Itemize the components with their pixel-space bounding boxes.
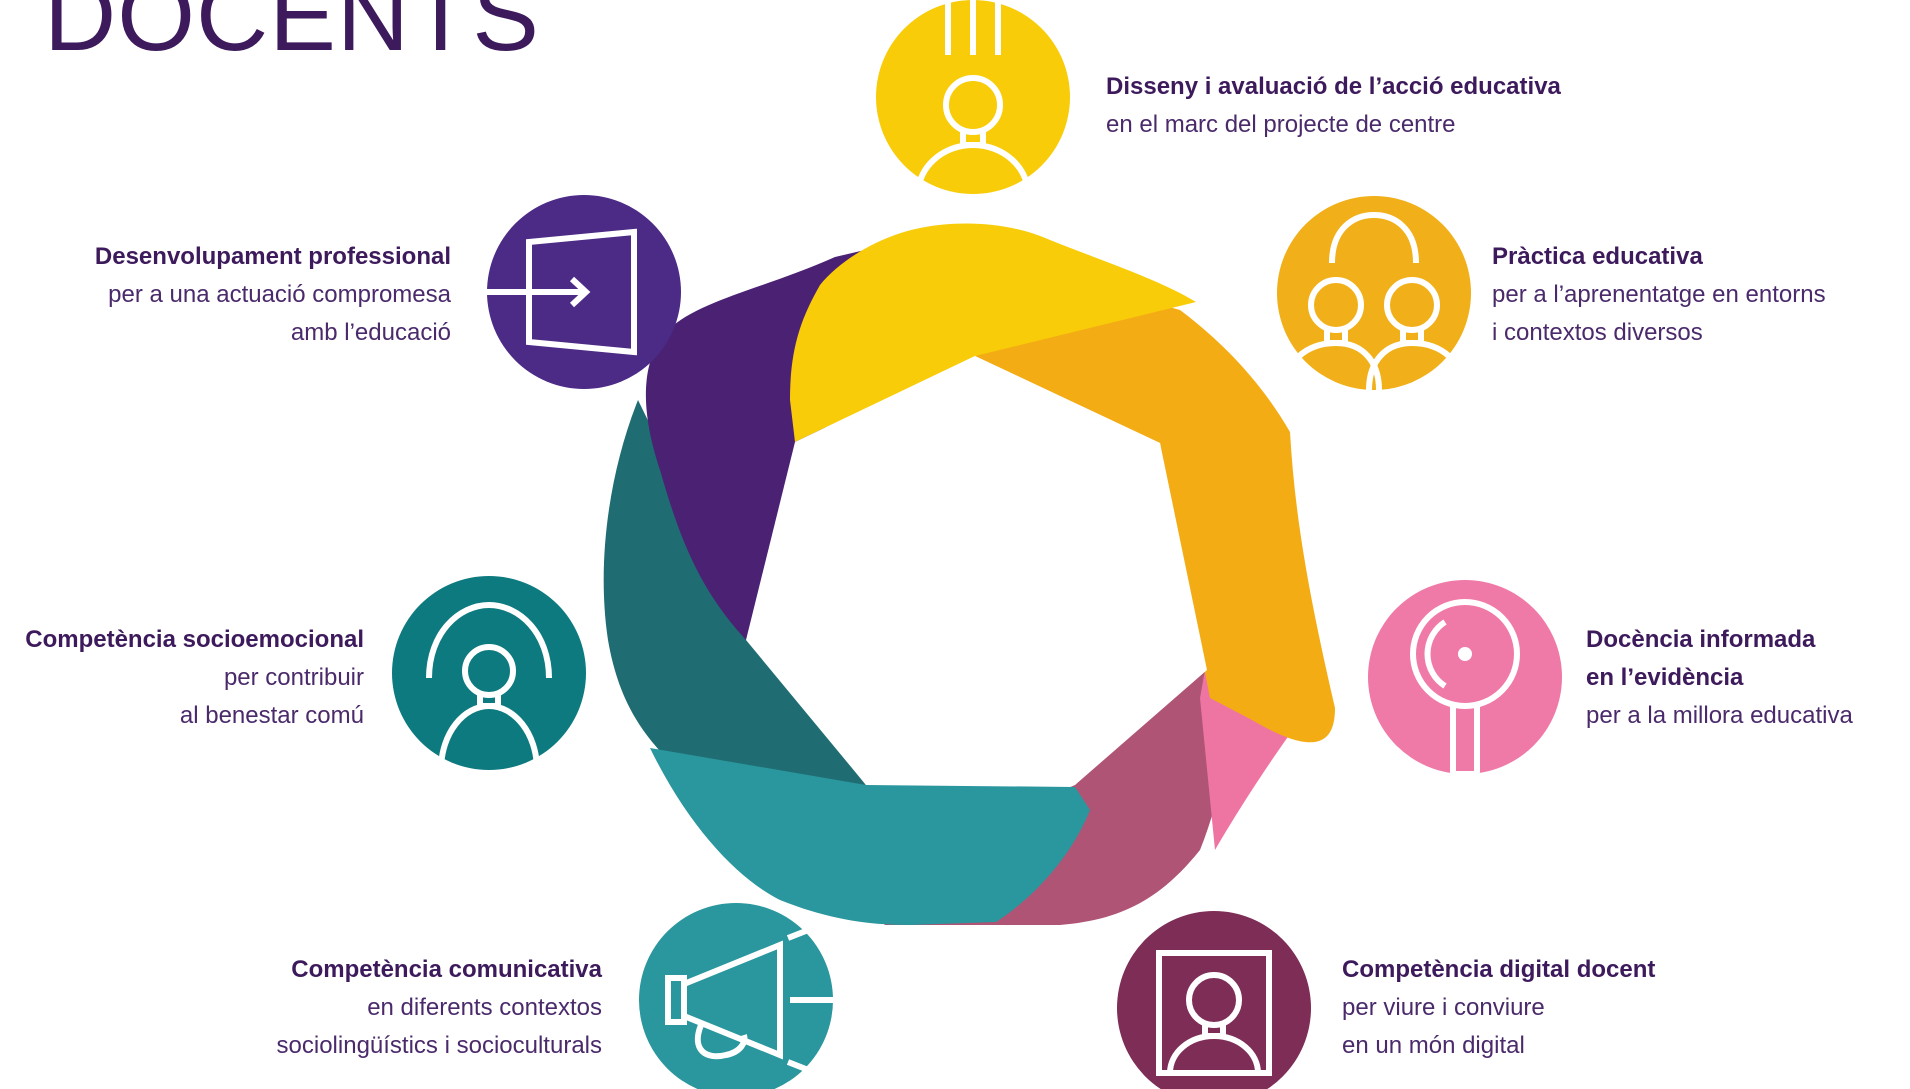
label-disseny: Disseny i avaluació de l’acció educativa… <box>1106 68 1561 144</box>
ring-segment-teal <box>650 748 1090 925</box>
label-comunicativa-desc-1: en diferents contextos <box>367 994 602 1021</box>
icon-circle-digital <box>1117 911 1311 1089</box>
door-arrow-icon <box>487 228 637 356</box>
label-practica-title: Pràctica educativa <box>1492 243 1703 270</box>
icon-circle-comunicativa <box>639 903 834 1089</box>
icon-circle-disseny <box>876 0 1070 195</box>
page-title: DOCENTS <box>44 0 540 72</box>
ring-center <box>746 356 1207 785</box>
label-socioemocional-desc-1: per contribuir <box>223 664 364 691</box>
label-digital-title: Competència digital docent <box>1342 956 1656 983</box>
label-comunicativa: Competència comunicativa en diferents co… <box>277 951 602 1065</box>
label-socioemocional-title: Competència socioemocional <box>25 626 364 653</box>
label-disseny-title: Disseny i avaluació de l’acció educativa <box>1106 73 1561 100</box>
label-practica-desc-1: per a l’aprenentatge en entorns <box>1492 281 1826 308</box>
label-desenvolupament-desc-1: per a una actuació compromesa <box>108 281 451 308</box>
icon-circle-docencia <box>1368 580 1562 777</box>
icon-circle-desenvolupament <box>487 195 681 389</box>
label-docencia-title-1: Docència informada <box>1586 626 1816 653</box>
label-socioemocional-desc-2: al benestar comú <box>179 702 364 729</box>
person-screen-icon <box>1156 950 1272 1076</box>
central-ring <box>603 223 1335 925</box>
magnifier-icon <box>1410 599 1520 777</box>
person-ideas-icon <box>915 0 1031 195</box>
label-socioemocional: Competència socioemocional per contribui… <box>25 621 364 735</box>
ring-segment-amber <box>975 300 1335 743</box>
label-desenvolupament-desc-2: amb l’educació <box>290 319 451 346</box>
label-disseny-desc: en el marc del projecte de centre <box>1106 111 1456 138</box>
group-icon <box>1281 211 1467 391</box>
label-comunicativa-title: Competència comunicativa <box>291 956 602 983</box>
label-desenvolupament: Desenvolupament professional per a una a… <box>95 238 451 352</box>
label-practica-desc-2: i contextos diversos <box>1492 319 1703 346</box>
label-docencia-desc: per a la millora educativa <box>1586 702 1853 729</box>
megaphone-icon <box>665 922 834 1078</box>
label-comunicativa-desc-2: sociolingüístics i socioculturals <box>276 1032 602 1059</box>
label-docencia-title-2: en l’evidència <box>1586 664 1744 691</box>
ring-segment-yellow <box>790 223 1196 442</box>
label-digital-desc-2: en un món digital <box>1342 1032 1525 1059</box>
label-digital: Competència digital docent per viure i c… <box>1342 951 1655 1065</box>
label-digital-desc-1: per viure i conviure <box>1342 994 1545 1021</box>
person-arcs-icon <box>426 601 552 771</box>
label-practica: Pràctica educativa per a l’aprenentatge … <box>1492 238 1826 352</box>
label-desenvolupament-title: Desenvolupament professional <box>94 243 451 270</box>
icon-circle-socioemocional <box>392 576 586 771</box>
icon-circle-practica <box>1277 196 1471 391</box>
label-docencia: Docència informada en l’evidència per a … <box>1586 621 1853 735</box>
